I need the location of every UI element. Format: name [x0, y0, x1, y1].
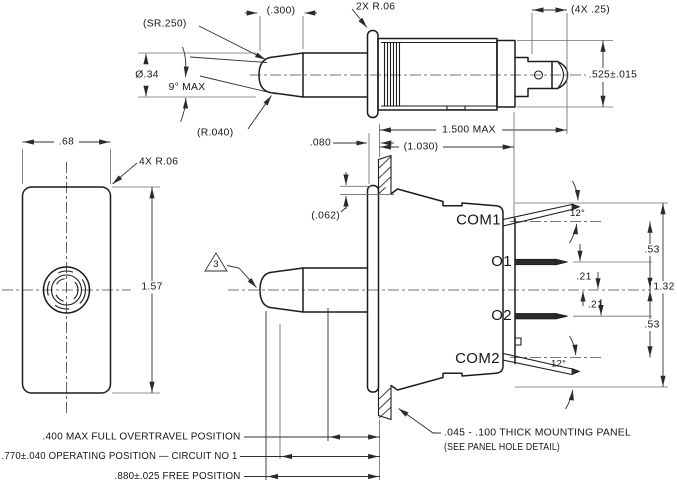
dim-front-corner-radius: 4X R.06 — [112, 157, 178, 185]
mounting-panel — [377, 154, 392, 421]
dim-front-height: 1.57 — [112, 186, 164, 394]
note-free-position: .880±.025 FREE POSITION — [115, 471, 241, 482]
terminal-o1-label: O1 — [491, 253, 512, 270]
dim-53-bottom-label: .53 — [644, 320, 659, 331]
front-view — [2, 162, 131, 414]
dim-angle-top: 12° — [569, 180, 585, 244]
side-view-plunger — [258, 52, 369, 98]
side-view-body — [377, 37, 516, 111]
dim-21-bottom-label: .21 — [588, 300, 603, 311]
note-mounting-panel-line2: (SEE PANEL HOLE DETAIL) — [444, 442, 560, 453]
dim-body-length-label: 1.500 MAX — [442, 125, 496, 136]
section-housing — [390, 188, 522, 391]
dim-53-top-label: .53 — [644, 245, 659, 256]
dim-sphere-radius-label: (SR.250) — [143, 19, 187, 30]
dim-21-top-label: .21 — [576, 272, 591, 283]
dim-front-corner-radius-label: 4X R.06 — [139, 157, 178, 168]
flag-note-3-label: 3 — [213, 259, 219, 270]
dim-tip-corner-radius: (R.040) — [197, 95, 272, 139]
dim-plunger-dia: Ø.34 — [135, 52, 256, 98]
dim-taper-angle-label: 9° MAX — [169, 82, 206, 93]
dim-angle-bottom: 12° — [551, 335, 578, 410]
section-bezel — [366, 184, 380, 393]
dim-flange-thickness: .080 — [310, 133, 394, 184]
dim-front-height-label: 1.57 — [141, 282, 162, 293]
dim-angle-top-label: 12° — [570, 208, 585, 219]
dim-flange-overlap-label: (.062) — [311, 211, 340, 222]
dim-flange-radius-label: 2X R.06 — [356, 2, 395, 13]
dim-terminal-spacing: (4X .25) — [531, 5, 610, 134]
dim-terminal-stack: .53 .53 .21 .21 1.32 — [515, 202, 677, 388]
dim-body-length: 1.500 MAX — [379, 123, 567, 157]
dim-132-label: 1.32 — [653, 282, 674, 293]
dim-taper-angle: 9° MAX — [169, 46, 277, 123]
terminal-com1-label: COM1 — [456, 211, 501, 228]
dim-terminal-width: .525±.015 — [517, 40, 640, 108]
dim-body-depth: (1.030) — [379, 112, 515, 222]
dim-terminal-width-label: .525±.015 — [589, 70, 637, 81]
terminal-com2-label: COM2 — [455, 350, 500, 367]
dim-body-depth-label: (1.030) — [404, 142, 439, 153]
flag-note-3: 3 — [204, 252, 257, 288]
dim-front-width: .68 — [22, 136, 111, 184]
terminal-o2-blade — [514, 312, 568, 320]
side-view-flange — [366, 29, 379, 119]
side-view-terminal-block — [514, 56, 569, 98]
dim-tip-length: (.300) — [245, 6, 317, 51]
dim-plunger-dia-label: Ø.34 — [135, 70, 159, 81]
terminal-o2-label: O2 — [491, 307, 512, 324]
note-operating: .770±.040 OPERATING POSITION — CIRCUIT N… — [2, 451, 238, 462]
dim-flange-overlap: (.062) — [311, 172, 394, 222]
dim-tip-length-label: (.300) — [267, 6, 296, 17]
dim-flange-radius: 2X R.06 — [351, 2, 395, 28]
dim-flange-thickness-label: .080 — [310, 138, 331, 149]
note-mounting-panel: .045 - .100 THICK MOUNTING PANEL (SEE PA… — [398, 408, 631, 453]
dim-sphere-radius: (SR.250) — [143, 19, 266, 60]
terminal-o1-blade — [514, 258, 568, 266]
section-plunger — [259, 267, 369, 313]
note-overtravel: .400 MAX FULL OVERTRAVEL POSITION — [43, 432, 241, 443]
dim-terminal-spacing-label: (4X .25) — [571, 5, 610, 16]
terminal-com2-blade — [502, 352, 581, 376]
dim-angle-bottom-label: 12° — [551, 359, 566, 370]
note-mounting-panel-line1: .045 - .100 THICK MOUNTING PANEL — [444, 428, 631, 439]
dim-positions: .400 MAX FULL OVERTRAVEL POSITION .770±.… — [2, 308, 380, 482]
dim-tip-corner-radius-label: (R.040) — [197, 128, 233, 139]
dim-front-width-label: .68 — [59, 137, 74, 148]
section-view-centerlines — [228, 221, 670, 358]
terminal-com1-blade — [502, 203, 581, 227]
